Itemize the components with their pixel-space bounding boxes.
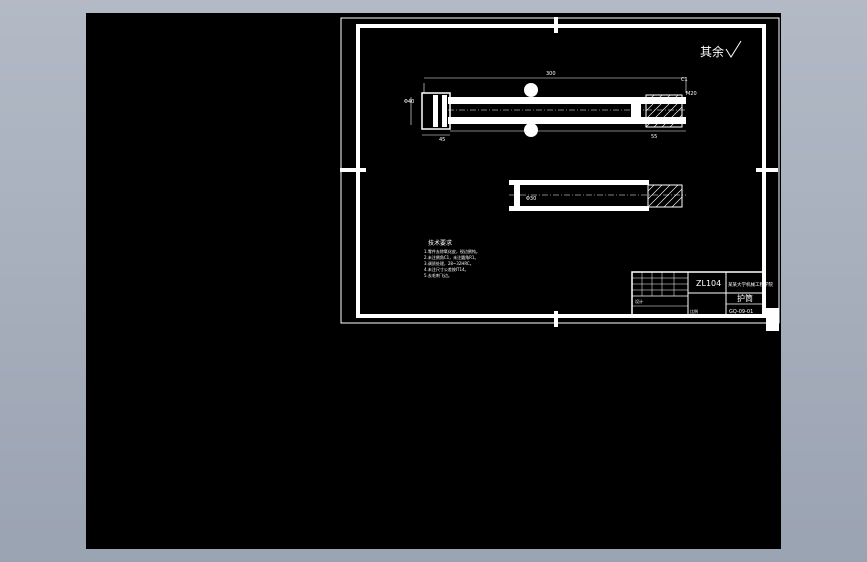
- tech-requirements: 技术要求 1.零件去除氧化皮，锐边倒钝。 2.未注倒角C1，未注圆角R1。 3.…: [424, 239, 480, 278]
- tech-req-line: 3.调质处理，28~32HRC。: [424, 260, 474, 266]
- dim-thread: M20: [686, 91, 697, 97]
- dim-chamfer: C1: [681, 77, 688, 83]
- dim-bore: Φ40: [404, 99, 414, 105]
- title-block-part-name: 护筒: [737, 293, 753, 303]
- center-mark-left: [340, 168, 366, 172]
- corner-mark: [766, 308, 779, 331]
- center-mark-right: [756, 168, 778, 172]
- title-block-material: ZL104: [696, 279, 721, 288]
- tech-req-line: 2.未注倒角C1，未注圆角R1。: [424, 254, 478, 260]
- title-block-drawing-no: GQ-09-01: [729, 309, 753, 315]
- title-block-drawn-by: 设计: [635, 298, 643, 304]
- tech-req-heading: 技术要求: [428, 239, 452, 247]
- surface-roughness-check-icon: [725, 40, 742, 58]
- center-mark-bottom: [554, 311, 558, 327]
- dim-left-length: 45: [439, 137, 445, 143]
- title-block-org: 某某大学机械工程学院: [728, 281, 773, 288]
- dim-overall-length: 300: [546, 71, 556, 77]
- roughness-note: 其余: [700, 44, 724, 59]
- title-block: 设计 比例 ZL104 某某大学机械工程学院 护筒 GQ-09-01: [631, 271, 773, 317]
- tech-req-line: 5.去毛刺飞边。: [424, 272, 452, 278]
- title-block-scale: 比例: [690, 308, 698, 314]
- section-view: Φ30: [509, 180, 686, 211]
- dim-right-length: 55: [651, 134, 657, 140]
- dim-inner: Φ30: [526, 196, 536, 202]
- drawing-canvas[interactable]: 其余 300 C1 Φ40: [86, 13, 781, 549]
- main-view: 300 C1 Φ40 45 55 M20: [404, 71, 697, 143]
- tech-req-line: 4.未注尺寸公差按IT14。: [424, 266, 469, 272]
- tech-req-line: 1.零件去除氧化皮，锐边倒钝。: [424, 248, 480, 254]
- drawing-viewport[interactable]: 其余 300 C1 Φ40: [86, 13, 781, 549]
- sheet-border: [340, 17, 780, 324]
- center-mark-top: [554, 17, 558, 33]
